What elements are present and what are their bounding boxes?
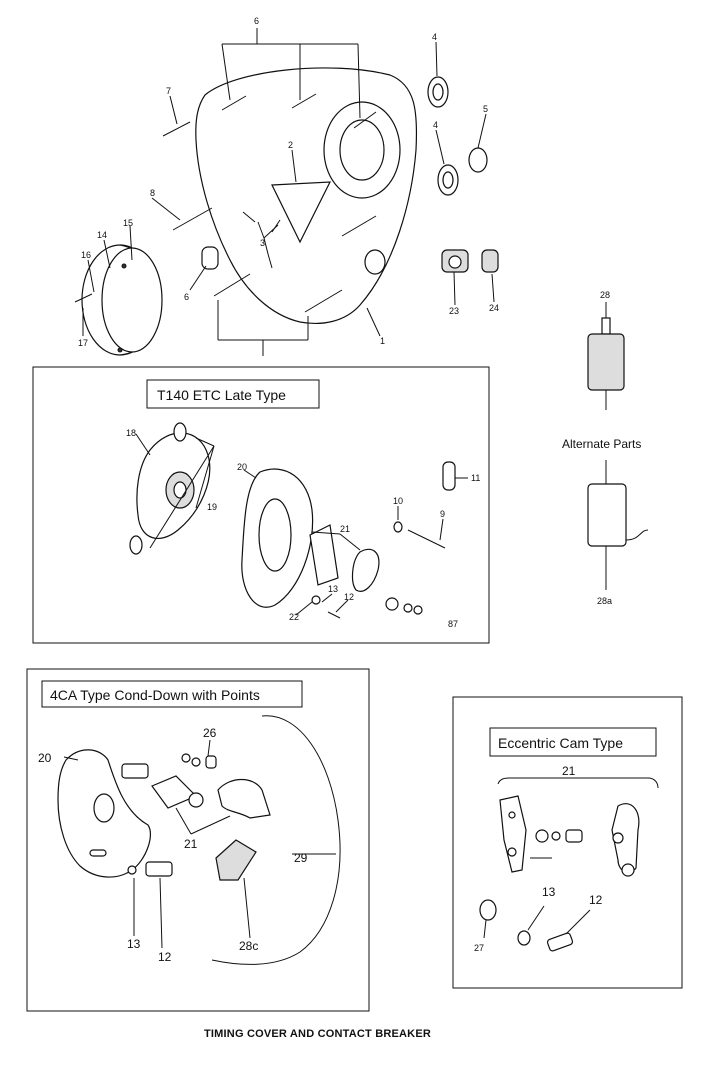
callout-21: 21 (340, 524, 350, 534)
4ca-panel-title: 4CA Type Cond-Down with Points (50, 687, 260, 703)
4ca-panel: 4CA Type Cond-Down with Points 2 (26, 668, 370, 1012)
callout-16: 16 (81, 250, 91, 260)
callout-13: 13 (328, 584, 338, 594)
t140-panel-title: T140 ETC Late Type (157, 387, 286, 403)
callout-24: 24 (489, 303, 499, 313)
callout-13: 13 (127, 937, 141, 951)
callout-12: 12 (344, 592, 354, 602)
t140-leaders (135, 433, 468, 616)
callout-21: 21 (562, 764, 576, 778)
callout-9: 9 (440, 509, 445, 519)
alternate-parts-label: Alternate Parts (562, 437, 641, 451)
eccentric-panel-title: Eccentric Cam Type (498, 735, 623, 751)
callout-13: 13 (542, 885, 556, 899)
callout-12: 12 (158, 950, 172, 964)
inspection-plate (271, 181, 331, 244)
callout-18: 18 (126, 428, 136, 438)
callout-1: 1 (380, 336, 385, 346)
condenser-alternates: 28 Alternate Parts 28a (562, 290, 649, 606)
dowel (201, 246, 219, 270)
points-cover (81, 244, 163, 356)
t140-corner-mark: 87 (448, 619, 458, 629)
callout-23: 23 (449, 306, 459, 316)
circlip (468, 147, 488, 173)
callout-11: 11 (471, 473, 480, 483)
leader-lines (82, 28, 495, 356)
callout-20: 20 (237, 462, 247, 472)
callout-20: 20 (38, 751, 52, 765)
cover-screws (162, 93, 377, 313)
callout-10: 10 (393, 496, 403, 506)
callout-27: 27 (474, 943, 484, 953)
callout-8: 8 (150, 188, 155, 198)
lead-wire (211, 715, 341, 965)
callout-12: 12 (589, 893, 603, 907)
callout-4b: 4 (433, 120, 438, 130)
callout-4: 4 (432, 32, 437, 42)
callout-28: 28 (600, 290, 610, 300)
callout-28a: 28a (597, 596, 612, 606)
timing-cover-assembly: 6 4 7 5 4 2 8 3 15 14 16 6 23 24 17 1 (74, 16, 499, 356)
callout-7: 7 (166, 86, 171, 96)
callout-26: 26 (203, 726, 217, 740)
callout-29: 29 (294, 851, 308, 865)
callout-22: 22 (289, 612, 299, 622)
callout-15: 15 (123, 218, 133, 228)
callout-6: 6 (254, 16, 259, 26)
callout-14: 14 (97, 230, 107, 240)
callout-3: 3 (260, 238, 265, 248)
4ca-leaders (63, 739, 336, 949)
t140-late-type-panel: T140 ETC Late Type (32, 366, 490, 644)
figure-caption: TIMING COVER AND CONTACT BREAKER (204, 1028, 431, 1040)
drive-gearbox (441, 249, 499, 273)
condenser-28 (587, 333, 625, 391)
callout-5: 5 (483, 104, 488, 114)
callout-17: 17 (78, 338, 88, 348)
cover-screw (74, 293, 93, 303)
callout-19: 19 (207, 502, 217, 512)
eccentric-cam-panel: Eccentric Cam Type 21 13 12 27 (452, 696, 683, 989)
callout-21: 21 (184, 837, 198, 851)
condenser-28a (587, 483, 627, 547)
eccentric-leaders (483, 905, 591, 939)
callout-28c: 28c (239, 939, 258, 953)
callout-6b: 6 (184, 292, 189, 302)
callout-2: 2 (288, 140, 293, 150)
